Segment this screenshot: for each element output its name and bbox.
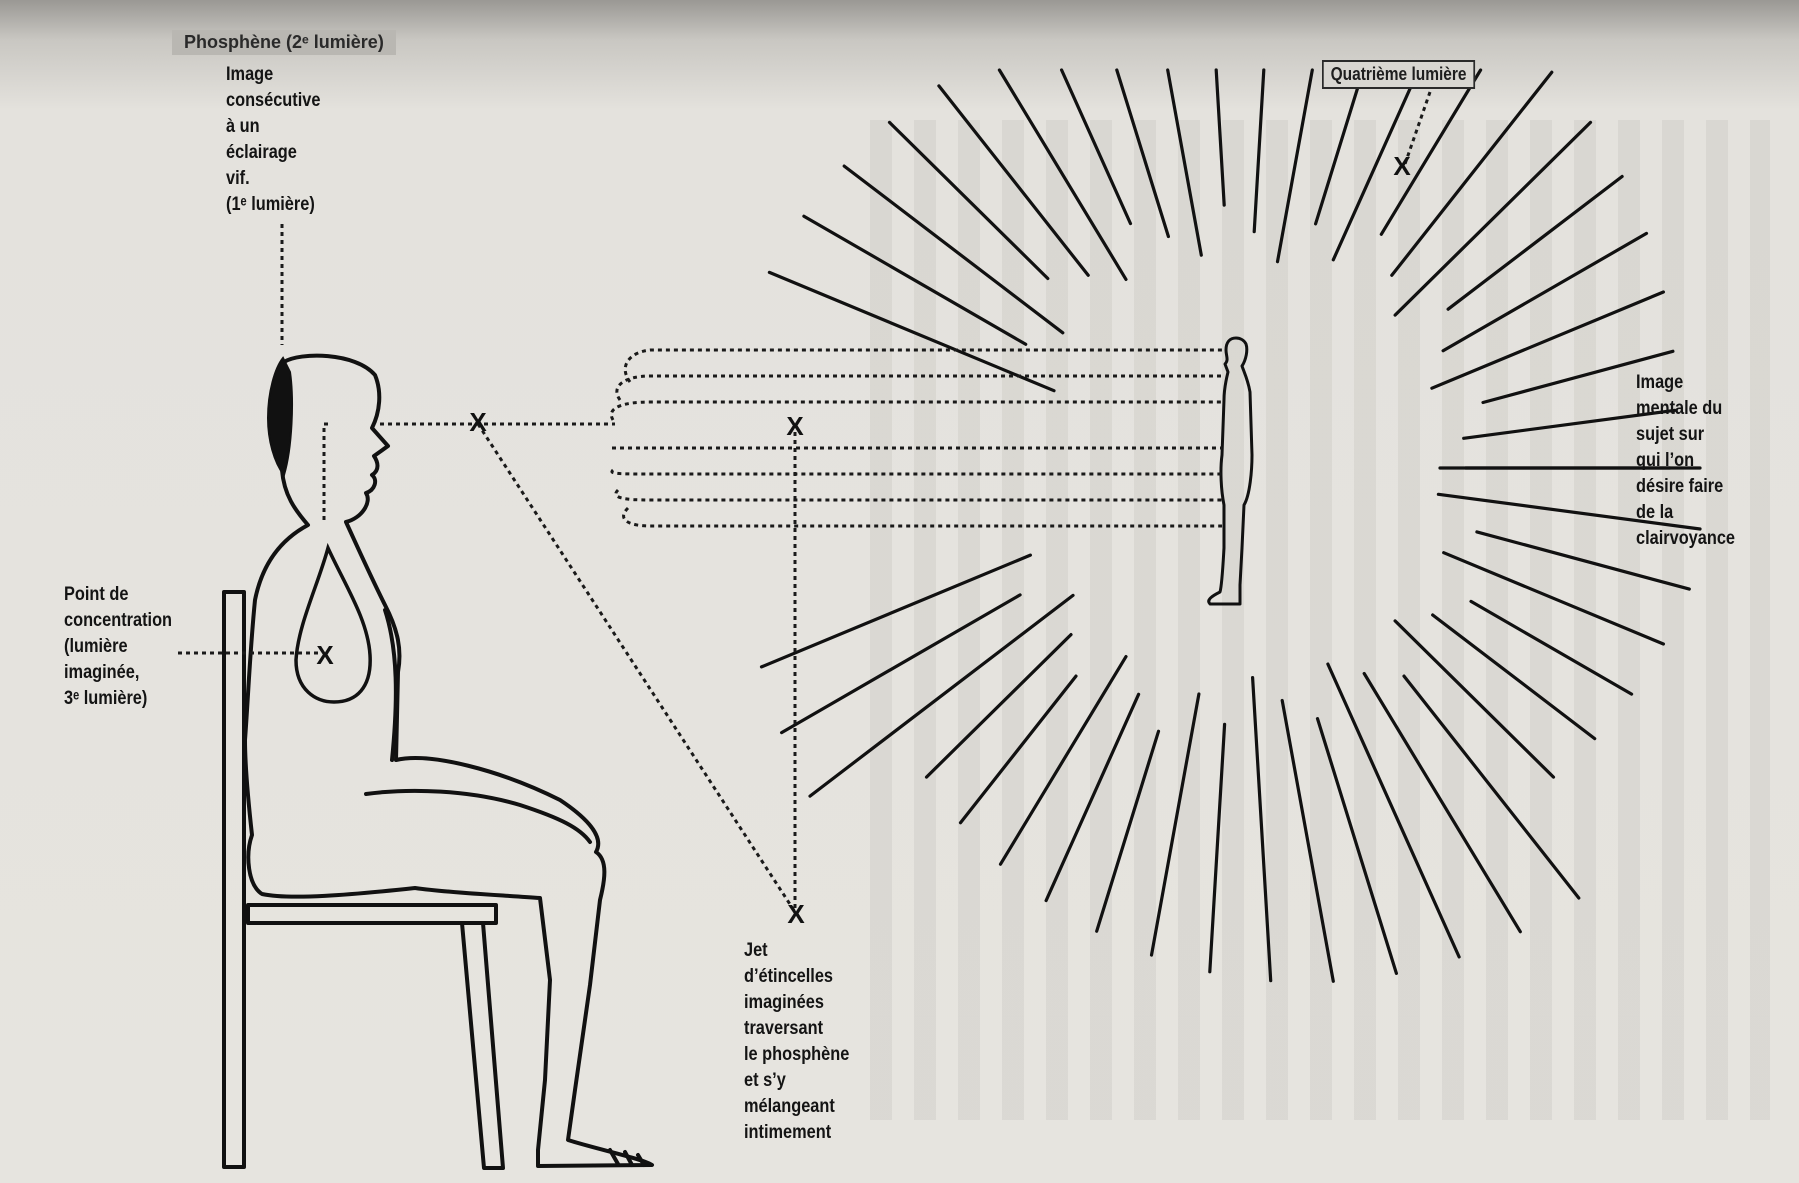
ray-25 bbox=[808, 593, 1075, 798]
jet-diagonal-line bbox=[476, 423, 797, 913]
label-image-consecutive: Image consécutive à un éclairage vif. (1… bbox=[226, 64, 321, 215]
ray-17 bbox=[997, 68, 1128, 281]
ray-3 bbox=[1430, 290, 1666, 390]
ray-19 bbox=[887, 120, 1050, 281]
seated-figure-foot-toes bbox=[608, 1148, 646, 1167]
mark-fourth-light: X bbox=[1393, 151, 1411, 181]
label-point-concentration: Point de concentration (lumière imaginée… bbox=[64, 584, 173, 709]
ray-39 bbox=[1393, 619, 1556, 779]
label-phosphene-2: Phosphène (2ᵉ lumière) bbox=[172, 30, 396, 55]
label-mental-image: Image mentale du sujet sur qui l’on dési… bbox=[1636, 372, 1736, 549]
label-jet-sparks: Jet d’étincelles imaginées traversant le… bbox=[744, 940, 850, 1143]
ray-33 bbox=[1250, 675, 1273, 983]
ray-11 bbox=[1275, 68, 1314, 264]
ray-12 bbox=[1252, 68, 1266, 234]
seated-figure bbox=[243, 353, 654, 1168]
ray-8 bbox=[1379, 68, 1483, 236]
beam-1 bbox=[623, 348, 1222, 383]
chair-seat bbox=[246, 903, 498, 925]
mark-phosphene-crossing: X bbox=[469, 407, 487, 437]
chair-front-leg bbox=[460, 921, 505, 1170]
ray-43 bbox=[1475, 530, 1691, 591]
ray-38 bbox=[1402, 674, 1581, 900]
sight-lines bbox=[178, 91, 1432, 913]
seated-figure-arm bbox=[383, 608, 398, 762]
ray-42 bbox=[1442, 551, 1666, 646]
concentration-teardrop bbox=[294, 542, 372, 704]
ray-30 bbox=[1095, 729, 1161, 933]
ray-27 bbox=[958, 674, 1078, 825]
chair bbox=[222, 590, 505, 1170]
ray-24 bbox=[779, 593, 1022, 735]
ray-1 bbox=[1462, 408, 1677, 440]
beam-6 bbox=[614, 488, 1222, 502]
ray-41 bbox=[1469, 599, 1634, 696]
radiating-rays bbox=[759, 68, 1702, 983]
ray-28 bbox=[998, 654, 1128, 866]
ray-13 bbox=[1214, 68, 1226, 207]
ray-2 bbox=[1481, 349, 1675, 405]
chair-back bbox=[222, 590, 246, 1169]
ray-15 bbox=[1115, 68, 1171, 239]
ray-29 bbox=[1044, 692, 1141, 903]
seated-figure-outline bbox=[243, 353, 654, 1168]
ray-14 bbox=[1166, 68, 1203, 257]
ray-18 bbox=[937, 84, 1090, 277]
ray-10 bbox=[1313, 68, 1365, 226]
ray-22 bbox=[767, 270, 1056, 393]
ray-9 bbox=[1331, 68, 1421, 262]
eye-beam bbox=[322, 422, 328, 520]
ray-23 bbox=[759, 553, 1033, 669]
ray-4 bbox=[1441, 231, 1649, 353]
standing-figure bbox=[1207, 336, 1254, 606]
ray-7 bbox=[1390, 70, 1554, 277]
beam-7 bbox=[622, 506, 1222, 528]
beam-5 bbox=[610, 468, 1222, 476]
ray-34 bbox=[1280, 698, 1335, 983]
ray-26 bbox=[924, 632, 1073, 779]
ray-37 bbox=[1362, 671, 1522, 934]
mark-concentration-point: X bbox=[316, 640, 334, 670]
ray-35 bbox=[1315, 716, 1399, 976]
ray-5 bbox=[1446, 174, 1624, 311]
mark-jet-origin: X bbox=[787, 899, 805, 929]
ray-31 bbox=[1149, 692, 1201, 957]
label-fourth-light: Quatrième lumière bbox=[1322, 60, 1476, 89]
bleed-through-texture bbox=[870, 120, 1770, 1120]
ray-44 bbox=[1436, 492, 1702, 531]
ray-36 bbox=[1326, 662, 1461, 959]
mark-beam-crossing: X bbox=[786, 411, 804, 441]
phosphene-head-shape bbox=[266, 356, 293, 478]
beam-2 bbox=[615, 374, 1222, 401]
ray-6 bbox=[1393, 120, 1593, 317]
ray-20 bbox=[842, 164, 1065, 335]
standing-figure-outline bbox=[1207, 336, 1254, 606]
ray-21 bbox=[802, 214, 1028, 346]
ray-40 bbox=[1431, 613, 1597, 741]
beam-3 bbox=[609, 400, 1222, 421]
seated-figure-thigh-line bbox=[364, 788, 592, 844]
ray-32 bbox=[1208, 722, 1227, 974]
ray-16 bbox=[1059, 68, 1133, 226]
